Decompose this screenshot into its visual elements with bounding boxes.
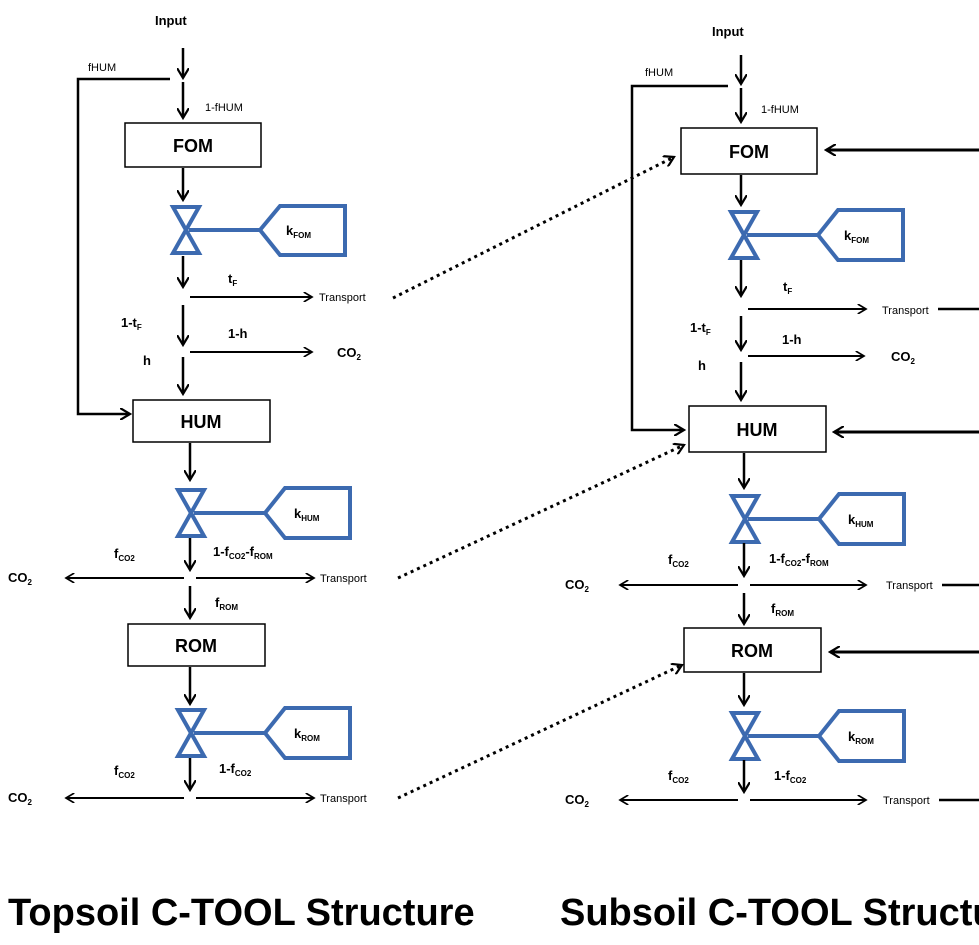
right-co2-1: CO2 xyxy=(891,349,916,366)
left-fhum-label: fHUM xyxy=(88,62,116,74)
right-co2-2: CO2 xyxy=(565,577,590,594)
right-1-h-label: 1-h xyxy=(782,332,802,347)
right-fco2-2: fCO2 xyxy=(668,768,689,785)
right-h-label: h xyxy=(698,358,706,373)
transport-connectors xyxy=(392,157,684,800)
left-h-label: h xyxy=(143,353,151,368)
right-hum-label: HUM xyxy=(737,420,778,440)
left-krom-label: kROM xyxy=(294,726,320,743)
left-title: Topsoil C-TOOL Structure xyxy=(8,892,475,934)
left-khum-label: kHUM xyxy=(294,506,320,523)
transport-hum-connector xyxy=(397,445,684,580)
right-rom-valve: kROM xyxy=(728,709,906,763)
left-fco2-1: fCO2 xyxy=(114,546,135,563)
subsoil-structure: Input fHUM 1-fHUM FOM kFOM tF Transport … xyxy=(560,24,979,934)
left-1-fhum-label: 1-fHUM xyxy=(205,102,243,114)
left-rom-label: ROM xyxy=(175,636,217,656)
left-transport-1: Transport xyxy=(319,292,366,304)
left-input-label: Input xyxy=(155,13,187,28)
right-fom-box xyxy=(680,127,818,175)
right-fhum-bypass xyxy=(630,84,728,430)
right-hum-box xyxy=(688,405,827,453)
left-from-label: fROM xyxy=(215,595,238,612)
right-1-fco2-from: 1-fCO2-fROM xyxy=(769,551,829,568)
right-tf-label: tF xyxy=(783,279,792,296)
left-fom-valve: kFOM xyxy=(169,204,347,257)
right-transport-1: Transport xyxy=(882,305,929,317)
right-from-label: fROM xyxy=(771,601,794,618)
right-1-fhum-label: 1-fHUM xyxy=(761,104,799,116)
right-hum-valve: kHUM xyxy=(728,492,906,546)
right-krom-label: kROM xyxy=(848,729,874,746)
left-hum-box xyxy=(132,399,271,443)
left-hum-valve: kHUM xyxy=(174,486,352,540)
left-fom-label: FOM xyxy=(173,136,213,156)
left-fhum-bypass xyxy=(76,77,170,414)
left-1-h-label: 1-h xyxy=(228,326,248,341)
left-tf-label: tF xyxy=(228,271,237,288)
left-hum-label: HUM xyxy=(181,412,222,432)
left-fom-box xyxy=(124,122,262,168)
left-rom-valve: kROM xyxy=(174,706,352,760)
right-1-fco2: 1-fCO2 xyxy=(774,768,807,785)
right-transport-3: Transport xyxy=(883,795,930,807)
right-transport-2: Transport xyxy=(886,580,933,592)
right-fom-label: FOM xyxy=(729,142,769,162)
right-rom-label: ROM xyxy=(731,641,773,661)
right-fhum-label: fHUM xyxy=(645,67,673,79)
right-input-label: Input xyxy=(712,24,744,39)
left-co2-1: CO2 xyxy=(337,345,362,362)
transport-rom-connector xyxy=(397,665,682,800)
left-fco2-2: fCO2 xyxy=(114,763,135,780)
transport-fom-connector xyxy=(392,157,674,300)
right-fom-valve: kFOM xyxy=(727,208,905,262)
topsoil-structure: Input fHUM 1-fHUM FOM kFOM tF Transport … xyxy=(8,13,475,934)
left-1-fco2: 1-fCO2 xyxy=(219,761,252,778)
right-1-tf-label: 1-tF xyxy=(690,320,711,337)
right-rom-box xyxy=(683,627,822,673)
right-kfom-label: kFOM xyxy=(844,228,869,245)
left-co2-3: CO2 xyxy=(8,790,33,807)
left-co2-2: CO2 xyxy=(8,570,33,587)
left-kfom-label: kFOM xyxy=(286,223,311,240)
left-transport-3: Transport xyxy=(320,793,367,805)
left-1-fco2-from: 1-fCO2-fROM xyxy=(213,544,273,561)
left-rom-box xyxy=(127,623,266,667)
right-co2-3: CO2 xyxy=(565,792,590,809)
left-transport-2: Transport xyxy=(320,573,367,585)
right-fco2-1: fCO2 xyxy=(668,552,689,569)
left-1-tf-label: 1-tF xyxy=(121,315,142,332)
right-title: Subsoil C-TOOL Structu xyxy=(560,892,979,934)
right-khum-label: kHUM xyxy=(848,512,874,529)
